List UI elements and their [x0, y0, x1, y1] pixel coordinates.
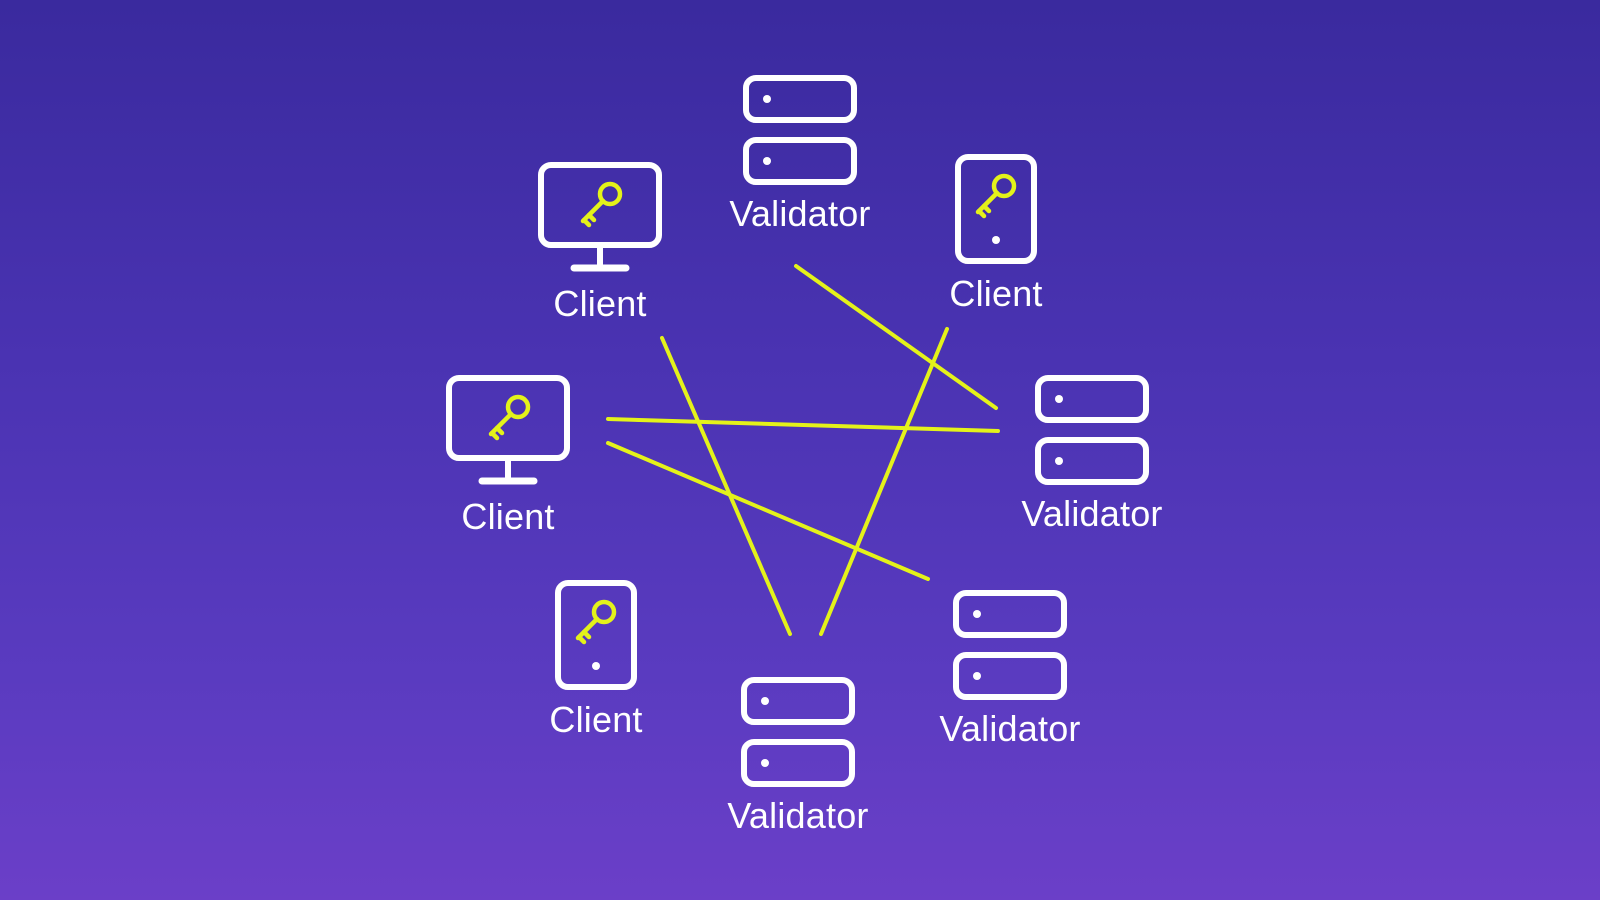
link-client-top-right-to-validator-bottom	[819, 327, 949, 636]
key-icon	[488, 394, 531, 441]
client-node-middle-left: Client	[408, 373, 608, 537]
desktop-key-icon	[446, 375, 570, 485]
client-label: Client	[461, 496, 555, 537]
key-icon	[580, 181, 623, 228]
client-label: Client	[949, 273, 1043, 314]
link-client-top-left-to-validator-bottom	[660, 336, 792, 636]
validator-label: Validator	[727, 795, 869, 836]
validator-node-top: Validator	[700, 70, 900, 234]
client-node-bottom-left: Client	[496, 578, 696, 740]
validator-label: Validator	[1021, 493, 1163, 534]
key-icon	[975, 173, 1017, 219]
client-node-top-left: Client	[500, 160, 700, 324]
client-node-top-right: Client	[896, 152, 1096, 314]
validator-node-bottom-right: Validator	[910, 585, 1110, 749]
client-label: Client	[549, 699, 643, 740]
server-icon	[741, 677, 855, 787]
key-icon	[575, 599, 617, 645]
link-client-mid-left-to-validator-right	[606, 417, 1000, 433]
validator-node-bottom: Validator	[698, 672, 898, 836]
link-validator-top-to-validator-right	[794, 264, 998, 410]
link-client-mid-left-to-validator-bot-right	[606, 441, 930, 581]
desktop-key-icon	[538, 162, 662, 272]
validator-label: Validator	[939, 708, 1081, 749]
phone-key-icon	[555, 580, 637, 690]
validator-label: Validator	[729, 193, 871, 234]
phone-key-icon	[955, 154, 1037, 264]
validator-node-right: Validator	[992, 370, 1192, 534]
client-label: Client	[553, 283, 647, 324]
server-icon	[743, 75, 857, 185]
server-icon	[1035, 375, 1149, 485]
server-icon	[953, 590, 1067, 700]
